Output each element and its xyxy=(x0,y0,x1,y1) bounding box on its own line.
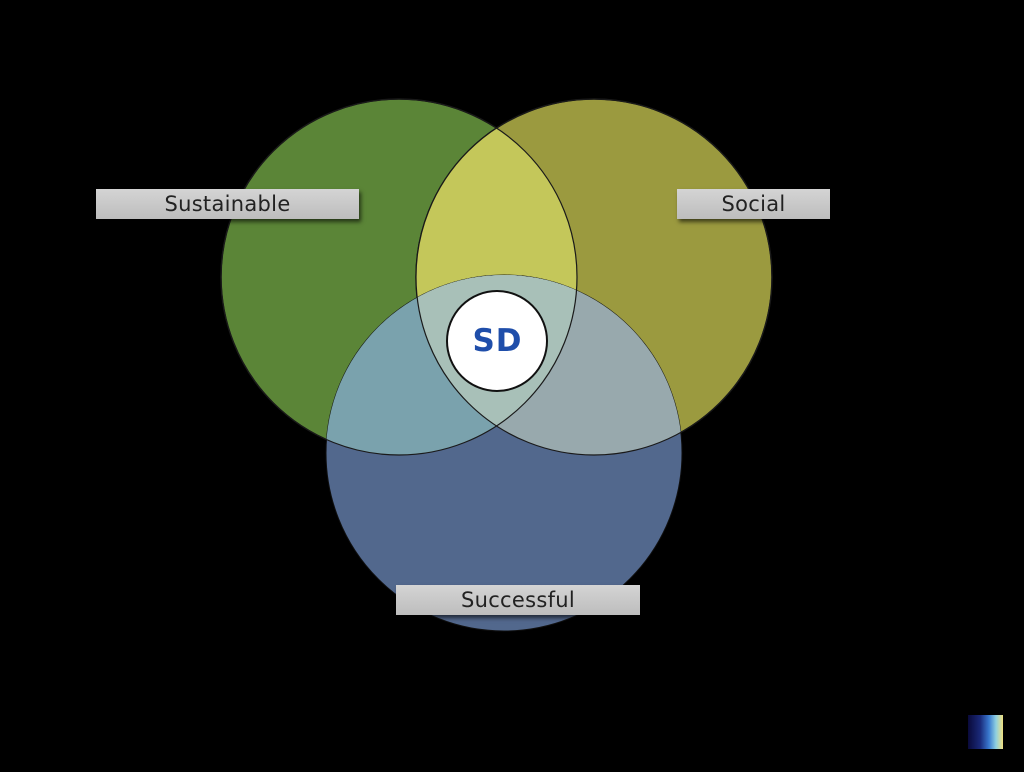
label-successful: Successful xyxy=(396,585,640,615)
label-social: Social xyxy=(677,189,830,219)
center-circle xyxy=(446,290,548,392)
center-label: SD xyxy=(472,323,523,359)
label-sustainable: Sustainable xyxy=(96,189,359,219)
brand-gradient-logo-icon xyxy=(968,715,1003,749)
